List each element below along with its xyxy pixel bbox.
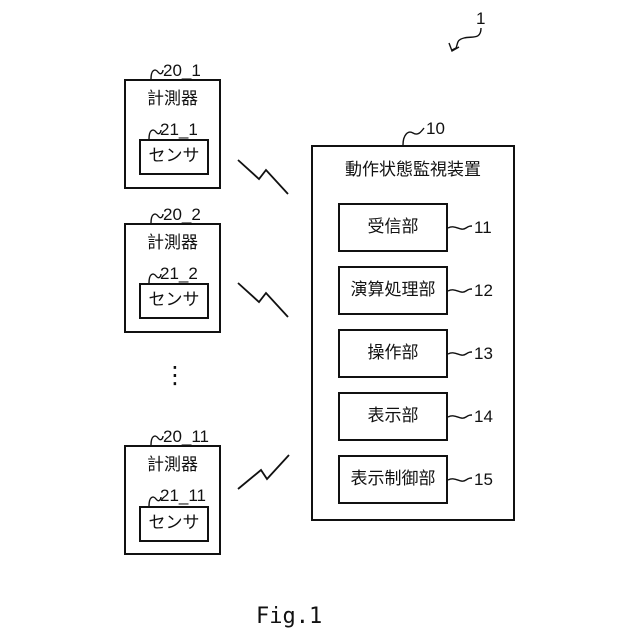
system-ref-leader: [452, 28, 481, 50]
meter-1-label: 計測器: [124, 91, 221, 108]
monitor-title: 動作状態監視装置: [311, 162, 515, 179]
unit-receiver-ref: 11: [474, 219, 492, 236]
system-ref-arrowhead-icon: [449, 43, 459, 51]
monitor-leader: [403, 128, 424, 145]
sensor-1-label: センサ: [139, 148, 209, 165]
wireless-link-icon-1: [238, 160, 288, 194]
unit-operation-ref: 13: [474, 345, 493, 362]
meter-2-leader: [151, 214, 163, 223]
unit-display-control-label: 表示制御部: [338, 471, 448, 488]
unit-operation-label: 操作部: [338, 345, 448, 362]
sensor-11-ref: 21_11: [160, 487, 206, 504]
sensor-2-label: センサ: [139, 292, 209, 309]
monitor-ref: 10: [426, 120, 445, 137]
meter-2-ref: 20_2: [163, 206, 201, 223]
sensor-2-ref: 21_2: [160, 265, 198, 282]
meter-1-ref: 20_1: [163, 62, 201, 79]
meter-11-ref: 20_11: [163, 428, 209, 445]
wireless-link-icon-2: [238, 283, 288, 317]
unit-display-ref: 14: [474, 408, 493, 425]
meter-2-label: 計測器: [124, 235, 221, 252]
unit-processor-label: 演算処理部: [338, 282, 448, 299]
figure-caption: Fig.1: [256, 606, 322, 628]
unit-display-label: 表示部: [338, 408, 448, 425]
unit-processor-ref: 12: [474, 282, 493, 299]
wireless-link-icon-11: [238, 455, 289, 489]
unit-receiver-label: 受信部: [338, 219, 448, 236]
unit-display-control-ref: 15: [474, 471, 493, 488]
meter-11-label: 計測器: [124, 457, 221, 474]
meter-11-leader: [151, 436, 163, 445]
sensor-1-ref: 21_1: [160, 121, 198, 138]
meters-ellipsis: ⋮: [160, 362, 190, 388]
system-ref-label: 1: [476, 10, 485, 27]
sensor-11-label: センサ: [139, 515, 209, 532]
meter-1-leader: [151, 70, 163, 79]
